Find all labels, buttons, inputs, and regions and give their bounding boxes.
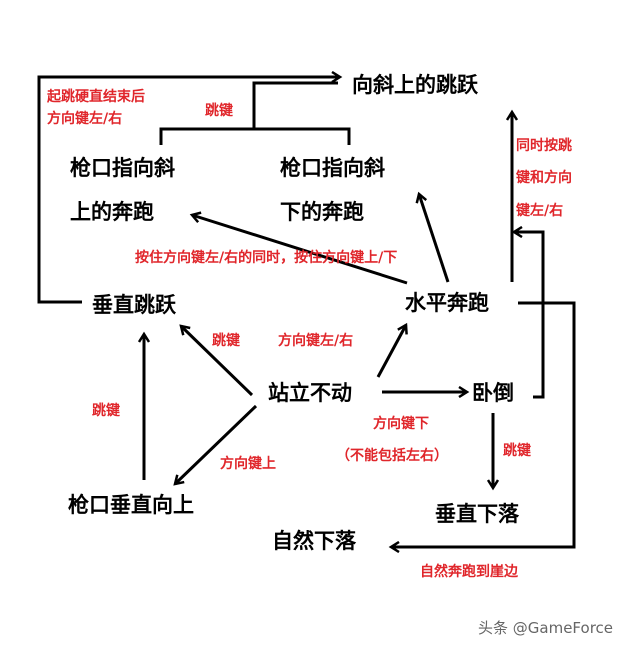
arrow-stand-to-aim-up	[175, 404, 258, 484]
label-after-jump-line1: 起跳硬直结束后	[46, 88, 145, 105]
node-horizontal-run: 水平奔跑	[405, 291, 489, 315]
node-vertical-drop: 垂直下落	[435, 502, 520, 526]
label-jump-key-mid: 跳键	[212, 332, 241, 349]
node-diagonal-up-jump: 向斜上的跳跃	[352, 73, 479, 97]
node-vertical-jump: 垂直跳跃	[92, 293, 177, 317]
arrow-stand-to-run	[376, 325, 406, 378]
label-dir-up: 方向键上	[220, 455, 276, 472]
node-natural-fall: 自然下落	[272, 529, 357, 553]
connector-bracket-stem	[252, 81, 338, 129]
arrow-run-to-aim-up-run	[192, 215, 408, 285]
node-prone: 卧倒	[472, 381, 514, 405]
label-simul-line2: 键和方向	[515, 169, 572, 186]
label-hold-direction: 按住方向键左/右的同时，按住方向键上/下	[135, 249, 397, 266]
node-run-aim-down-line2: 下的奔跑	[280, 200, 364, 224]
node-standing: 站立不动	[268, 381, 352, 405]
arrow-run-to-aim-down-run	[419, 194, 450, 283]
connector-vertical-jump-to-diagonal-jump	[37, 77, 340, 304]
label-jump-key-right: 跳键	[503, 442, 532, 459]
label-dir-left-right: 方向键左/右	[278, 332, 353, 349]
node-run-aim-down-line1: 枪口指向斜	[280, 156, 385, 180]
label-no-left-right: （不能包括左右）	[336, 447, 448, 464]
node-run-aim-up-line1: 枪口指向斜	[70, 156, 175, 180]
label-jump-key-top: 跳键	[205, 102, 234, 119]
label-simul-line1: 同时按跳	[516, 137, 572, 154]
arrow-stand-to-vertical-jump	[181, 326, 254, 397]
arrow-run-to-natural-fall	[391, 301, 576, 547]
node-run-aim-up-line2: 上的奔跑	[70, 200, 154, 224]
connector-prone-to-right-line	[514, 232, 545, 399]
label-dir-down: 方向键下	[373, 415, 429, 432]
label-simul-line3: 键左/右	[515, 202, 563, 219]
label-after-jump-line2: 方向键左/右	[47, 110, 122, 127]
connector-bracket	[159, 127, 351, 145]
watermark: 头条 @GameForce	[478, 619, 613, 637]
label-run-to-edge: 自然奔跑到崖边	[420, 563, 519, 580]
node-aim-straight-up: 枪口垂直向上	[68, 493, 194, 517]
label-jump-key-left: 跳键	[92, 402, 121, 419]
